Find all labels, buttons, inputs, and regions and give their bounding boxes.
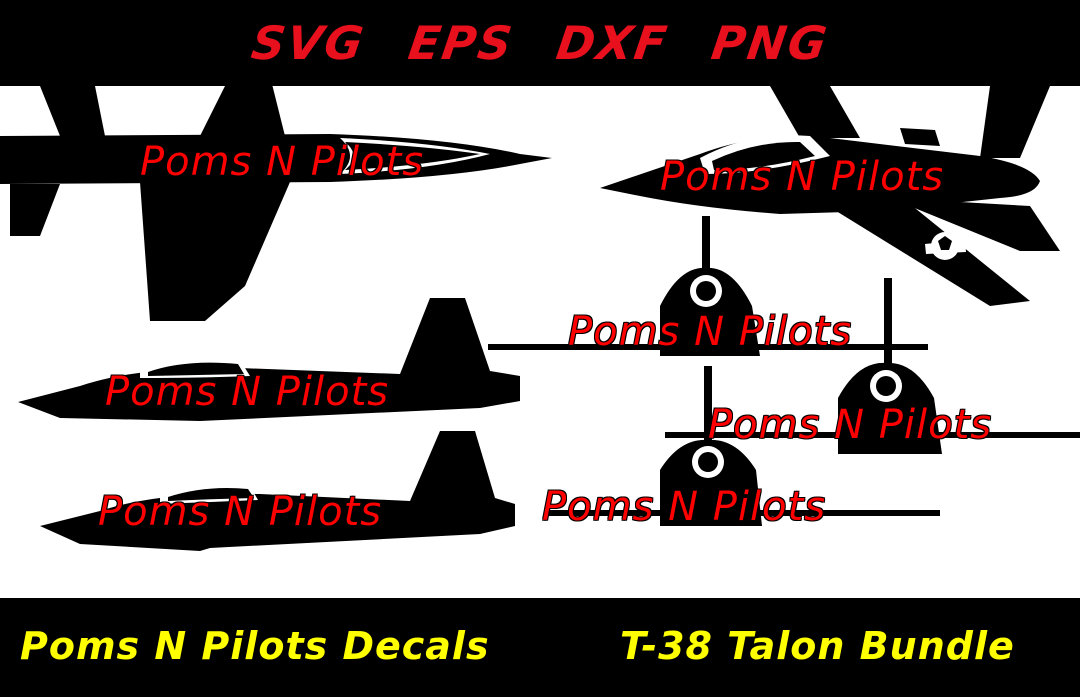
watermark-text: Poms N Pilots xyxy=(660,154,945,200)
t38-top-view-silhouette xyxy=(0,86,552,321)
watermark-text: Poms N Pilots xyxy=(140,139,425,185)
format-png: PNG xyxy=(708,16,832,70)
watermark-text: Poms N Pilots xyxy=(708,402,993,448)
top-banner xyxy=(0,0,1080,86)
t38-front-view-silhouette xyxy=(665,278,1080,454)
t38-side-view-silhouette xyxy=(40,431,515,551)
watermark-text: Poms N Pilots xyxy=(98,489,383,535)
watermark-text: Poms N Pilots xyxy=(542,484,827,530)
aircraft-artwork xyxy=(0,86,1080,551)
t38-side-view-silhouette xyxy=(18,298,520,421)
format-eps: EPS xyxy=(404,16,517,70)
watermark-text: Poms N Pilots xyxy=(105,369,390,415)
roundel-icon xyxy=(925,232,966,260)
format-svg: SVG xyxy=(248,16,369,70)
product-caption: T-38 Talon Bundle xyxy=(620,624,1015,668)
t38-banking-silhouette xyxy=(600,86,1060,306)
format-dxf: DXF xyxy=(553,16,672,70)
watermark-text: Poms N Pilots xyxy=(568,309,853,355)
t38-front-view-silhouette xyxy=(545,366,940,526)
brand-caption: Poms N Pilots Decals xyxy=(20,624,490,668)
t38-front-view-silhouette xyxy=(488,216,928,356)
format-list: SVG EPS DXF PNG xyxy=(0,8,1080,78)
bottom-banner xyxy=(0,598,1080,697)
